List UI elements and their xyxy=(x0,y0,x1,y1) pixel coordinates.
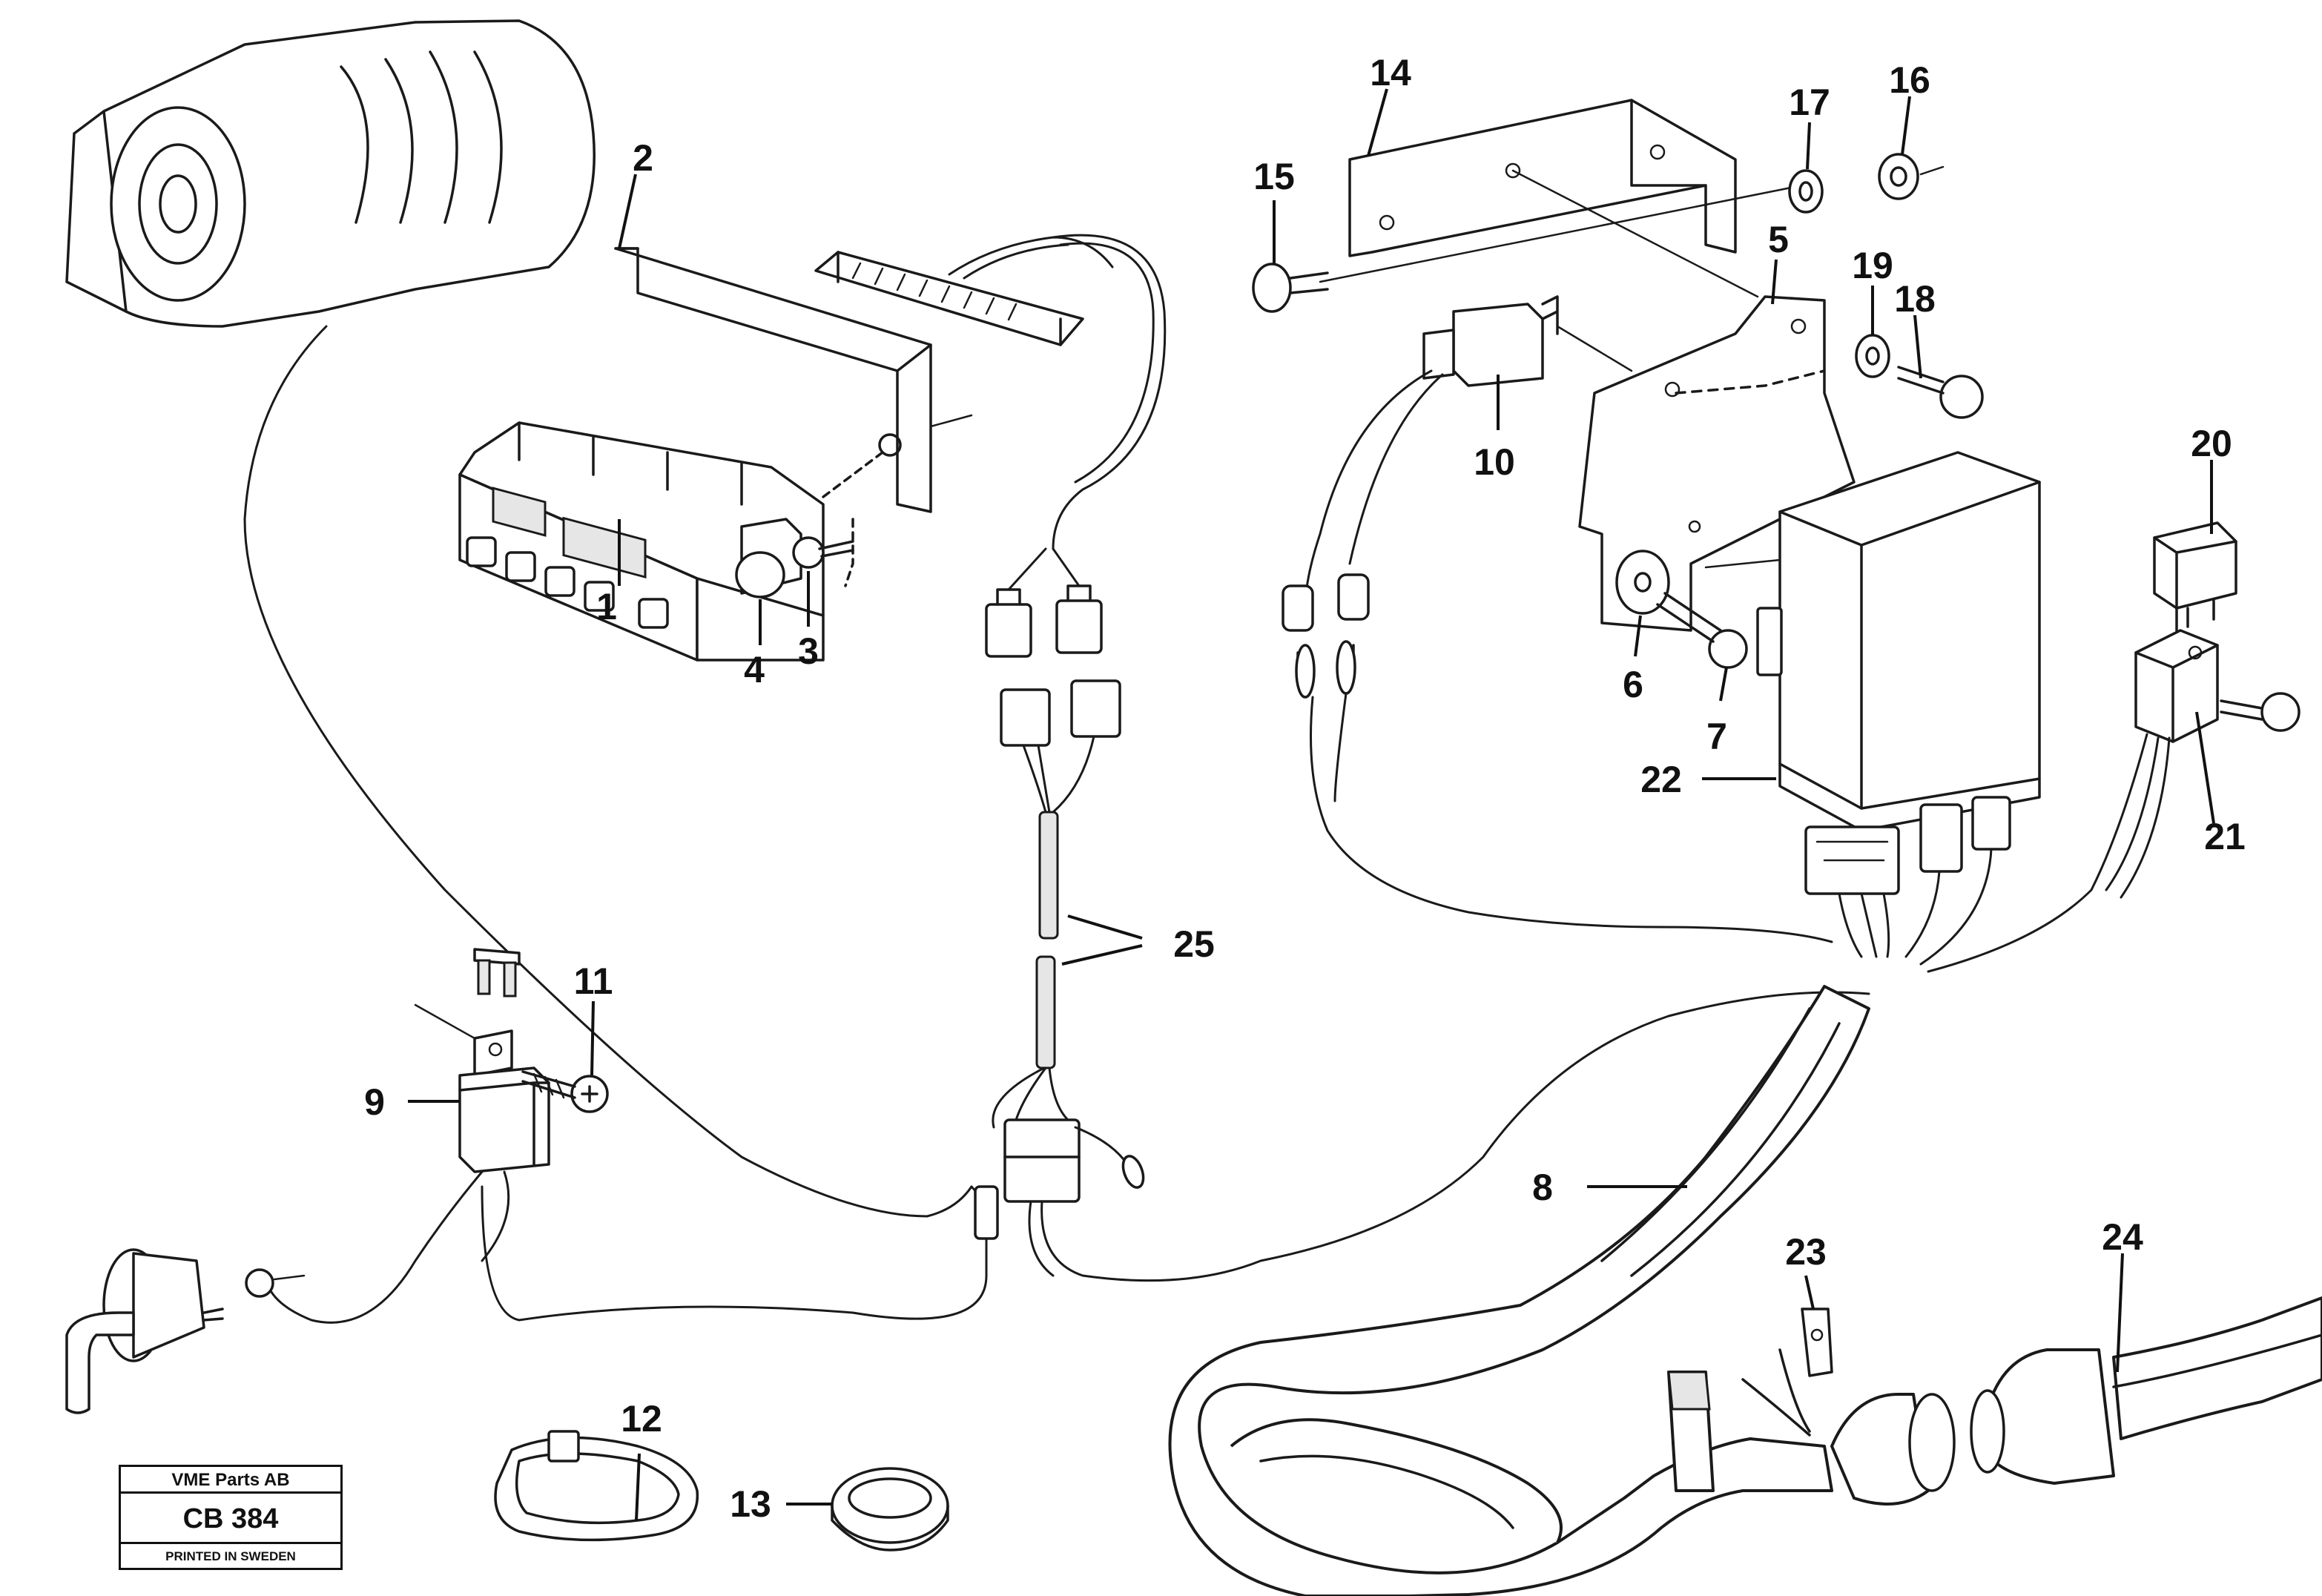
ribbon-connector xyxy=(814,236,1114,346)
callout-6: 6 xyxy=(1623,664,1643,705)
callout-11: 11 xyxy=(574,960,613,1002)
stamp-printed: PRINTED IN SWEDEN xyxy=(165,1549,296,1563)
callout-19: 19 xyxy=(1852,245,1893,286)
callout-23: 23 xyxy=(1785,1231,1827,1273)
callout-2: 2 xyxy=(633,137,653,179)
stamp-code: CB 384 xyxy=(121,1494,340,1544)
ground-wire xyxy=(243,325,999,1322)
callout-3: 3 xyxy=(798,630,819,672)
callout-1: 1 xyxy=(596,586,617,627)
callout-8: 8 xyxy=(1532,1167,1553,1208)
relay-socket xyxy=(1927,521,2300,973)
callout-labels: 1 2 3 4 5 6 7 8 9 10 11 12 13 14 15 16 1… xyxy=(364,52,2246,1525)
callout-9: 9 xyxy=(364,1081,385,1123)
leader-lines xyxy=(408,88,2215,1521)
callout-17: 17 xyxy=(1789,82,1830,123)
callout-21: 21 xyxy=(2204,816,2246,857)
control-unit-icon xyxy=(1756,451,2041,966)
control-panel-icon xyxy=(458,247,973,662)
stamp-company: VME Parts AB xyxy=(121,1467,340,1494)
callout-5: 5 xyxy=(1768,219,1789,260)
cable-tie xyxy=(494,1430,699,1542)
wiring-harness-icon xyxy=(985,234,1870,1282)
callout-10: 10 xyxy=(1474,441,1515,483)
cap-and-screw xyxy=(735,536,854,598)
terminal-switch xyxy=(65,1248,306,1414)
title-stamp: VME Parts AB CB 384 PRINTED IN SWEDEN xyxy=(119,1465,343,1570)
callout-18: 18 xyxy=(1894,278,1936,320)
callout-15: 15 xyxy=(1253,156,1295,197)
callout-7: 7 xyxy=(1706,716,1727,757)
relay-icon xyxy=(265,948,609,1324)
steering-column-icon xyxy=(65,19,596,328)
callout-25: 25 xyxy=(1173,923,1215,965)
callout-20: 20 xyxy=(2191,423,2232,464)
callout-14: 14 xyxy=(1370,52,1411,93)
callout-13: 13 xyxy=(730,1483,771,1525)
bracket xyxy=(1252,99,1945,313)
callout-22: 22 xyxy=(1640,759,1682,800)
mounting-plate xyxy=(1282,295,1984,943)
callout-24: 24 xyxy=(2102,1216,2143,1258)
main-harness xyxy=(1168,985,2322,1596)
callout-16: 16 xyxy=(1889,59,1930,101)
callout-4: 4 xyxy=(744,649,765,690)
callout-12: 12 xyxy=(621,1398,662,1440)
grommet xyxy=(831,1467,949,1552)
